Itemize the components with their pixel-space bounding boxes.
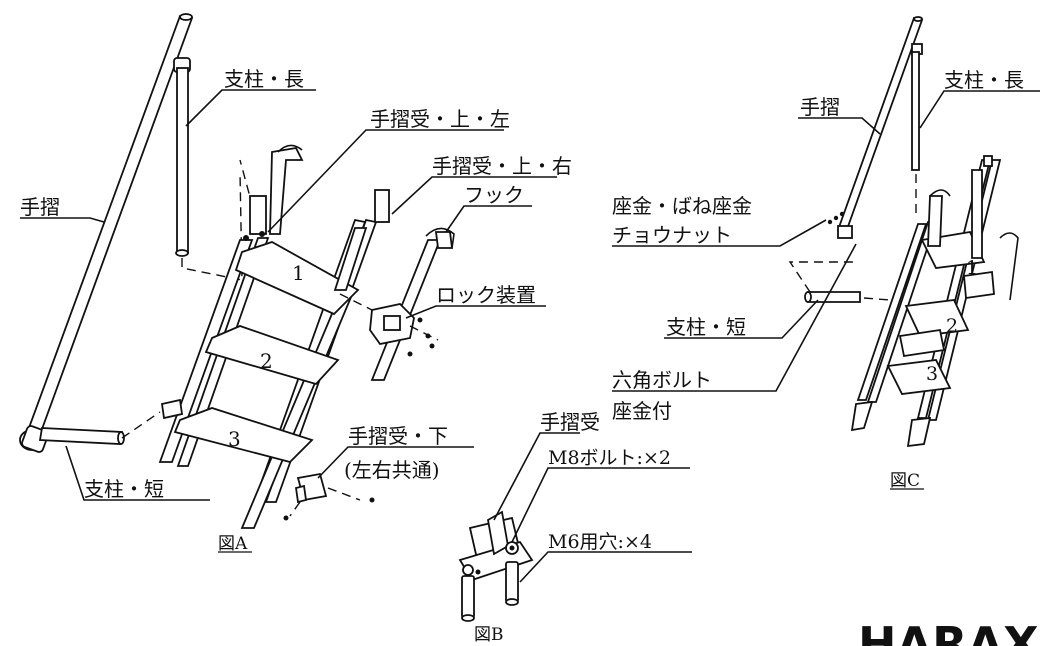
label-handrail-c: 手摺 <box>800 95 840 119</box>
step-number-3-c: 3 <box>926 363 938 385</box>
label-post-short-c: 支柱・短 <box>666 315 746 339</box>
leader-handrail-a <box>20 217 105 223</box>
leader-bolt-b <box>511 467 690 543</box>
label-lower: 手摺受・下 <box>348 424 448 448</box>
label-hex-bolt-line2-c: 座金付 <box>612 399 672 423</box>
label-handrail-a: 手摺 <box>20 195 60 219</box>
leader-receiver-b <box>493 432 580 521</box>
figure-a: 1 2 3 <box>19 13 572 554</box>
leader-lock <box>405 305 546 319</box>
label-washer-line2-c: チョウナット <box>612 223 732 247</box>
leader-upper-right <box>391 176 557 215</box>
brand-logo: HARAX <box>858 617 1039 646</box>
caption-a: 図A <box>218 534 248 554</box>
label-upper-left: 手摺受・上・左 <box>370 107 510 131</box>
leader-post-long-a <box>185 89 316 127</box>
lock-device-a <box>339 293 439 357</box>
leader-post-long-c <box>919 90 1040 129</box>
handrail-a <box>19 13 194 453</box>
label-lower-note: (左右共通) <box>344 458 440 482</box>
label-bolt-b: M8ボルト:×2 <box>548 447 671 469</box>
leader-hook <box>445 205 532 233</box>
step-number-2-a: 2 <box>260 349 273 373</box>
leader-handrail-c <box>798 117 881 135</box>
label-post-long-a: 支柱・長 <box>224 67 304 91</box>
label-post-long-c: 支柱・長 <box>944 68 1024 92</box>
caption-c: 図C <box>890 471 920 491</box>
label-washer-line1-c: 座金・ばね座金 <box>612 194 752 218</box>
label-post-short-a: 支柱・短 <box>84 477 164 501</box>
post-long-a <box>175 67 189 257</box>
step-number-1-a: 1 <box>292 261 305 285</box>
lower-receiver-a <box>283 472 375 521</box>
leader-holes-b <box>519 551 692 583</box>
post-short-a <box>38 427 125 445</box>
figure-b: 手摺受 M8ボルト:×2 M6用穴:×4 図B <box>458 410 692 645</box>
leader-post-short-a <box>65 445 210 501</box>
leader-washer-c <box>612 219 827 247</box>
leader-lower <box>317 446 474 479</box>
leader-upper-left <box>267 129 504 233</box>
ladder-a: 1 2 3 <box>158 144 390 529</box>
step-number-1-c: 1 <box>966 257 978 279</box>
caption-b: 図B <box>474 625 504 645</box>
leader-post-short-c <box>664 299 819 339</box>
leader-hex-bolt-c <box>612 243 857 392</box>
label-holes-b: M6用穴:×4 <box>548 531 652 553</box>
figure-c: 1 2 3 手摺 支柱・長 座金・ばね座金 チョウナット 支柱・短 六角ボルト … <box>612 16 1040 491</box>
label-hex-bolt-line1-c: 六角ボルト <box>612 368 712 392</box>
label-upper-right: 手摺受・上・右 <box>432 154 572 178</box>
label-hook: フック <box>464 183 524 207</box>
step-number-2-c: 2 <box>946 315 958 337</box>
label-receiver-b: 手摺受 <box>540 410 600 434</box>
step-number-3-a: 3 <box>228 427 241 451</box>
label-lock: ロック装置 <box>436 283 536 307</box>
